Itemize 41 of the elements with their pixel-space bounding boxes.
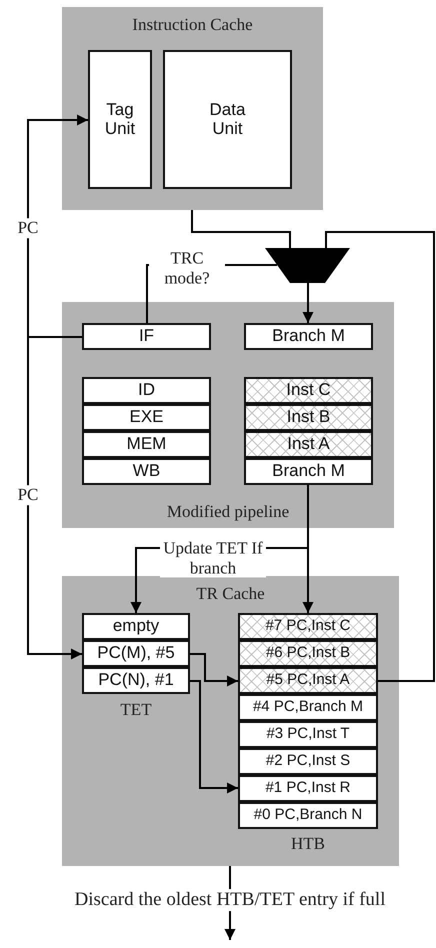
connector-line: [191, 210, 291, 248]
panel-title: Instruction Cache: [132, 15, 253, 35]
table-entry: #4 PC,Branch M: [238, 694, 378, 721]
table-entry: PC(N), #1: [82, 667, 190, 694]
table-entry: #7 PC,Inst C: [238, 613, 378, 640]
cache-panel: [62, 7, 323, 210]
table-entry: #0 PC,Branch N: [238, 802, 378, 829]
cache-unit: Tag Unit: [88, 50, 152, 189]
pipeline-stage: MEM: [82, 431, 211, 458]
table-caption: TET: [120, 700, 152, 720]
table-entry: empty: [82, 613, 190, 640]
panel-title: TR Cache: [196, 584, 265, 604]
table-entry: #2 PC,Inst S: [238, 748, 378, 775]
table-entry: #3 PC,Inst T: [238, 721, 378, 748]
table-entry: #6 PC,Inst B: [238, 640, 378, 667]
table-entry: #1 PC,Inst R: [238, 775, 378, 802]
pipeline-stage: ID: [82, 377, 211, 404]
cache-panel: [62, 576, 399, 866]
pipeline-stage: EXE: [82, 404, 211, 431]
connector-line: [325, 231, 435, 682]
cache-unit: Data Unit: [163, 50, 292, 189]
pipeline-stage: Inst B: [244, 404, 373, 431]
arrow: [302, 283, 314, 323]
arrow: [27, 114, 88, 338]
pipeline-stage: WB: [82, 458, 211, 485]
pipeline-stage: IF: [82, 323, 211, 350]
pipeline-stage: Branch M: [244, 323, 373, 350]
arrow: [224, 866, 236, 940]
table-entry: PC(M), #5: [82, 640, 190, 667]
arrow: [27, 336, 82, 660]
pipeline-stage: Inst C: [244, 377, 373, 404]
table-caption: HTB: [291, 834, 325, 854]
arrow: [190, 653, 238, 686]
table-entry: #5 PC,Inst A: [238, 667, 378, 694]
pipeline-stage: Branch M: [244, 458, 373, 485]
panel-title: Modified pipeline: [166, 502, 290, 522]
connector-line: [146, 264, 278, 323]
pipeline-stage: Inst A: [244, 431, 373, 458]
arrow: [190, 680, 238, 794]
multiplexer-symbol: [265, 248, 350, 283]
pipeline-panel: [62, 302, 394, 528]
